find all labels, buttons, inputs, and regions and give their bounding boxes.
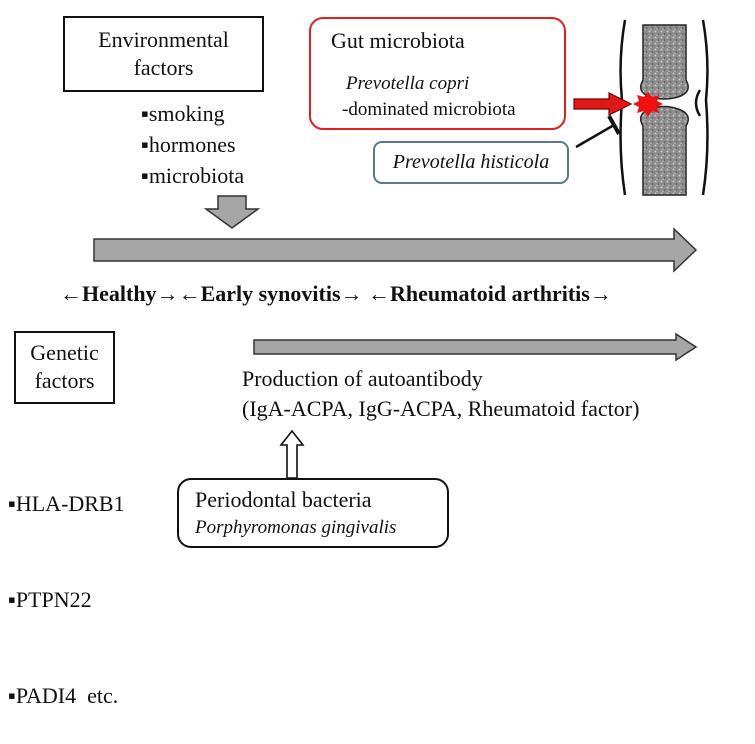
joint-illustration xyxy=(619,19,709,196)
stage-labels: ←Healthy→←Early synovitis→ ←Rheumatoid a… xyxy=(60,279,612,309)
genetic-factors-box: Genetic factors xyxy=(14,331,115,404)
periodontal-bacteria-box: Periodontal bacteria Porphyromonas gingi… xyxy=(177,478,449,548)
list-item: ▪hormones xyxy=(141,132,236,157)
stage-early-synovitis: ←Early synovitis→ xyxy=(178,281,363,306)
stimulating-arrow xyxy=(573,92,633,116)
autoantibody-line2: (IgA-ACPA, IgG-ACPA, Rheumatoid factor) xyxy=(242,396,640,421)
list-item: ▪HLA-DRB1 xyxy=(8,491,125,516)
stage-healthy: ←Healthy→ xyxy=(60,281,179,306)
prevotella-histicola-label: Prevotella histicola xyxy=(392,151,550,173)
environmental-factors-box: Environmental factors xyxy=(63,16,264,92)
environmental-list: ▪smoking ▪hormones ▪microbiota xyxy=(141,98,244,191)
autoantibody-arrow xyxy=(253,332,698,362)
list-item: ▪smoking xyxy=(141,101,225,126)
porphyromonas-gingivalis-label: Porphyromonas gingivalis xyxy=(195,517,397,538)
genetic-list: ▪HLA-DRB1 ▪PTPN22 ▪PADI4 etc. xyxy=(8,424,125,744)
list-item: ▪PADI4 etc. xyxy=(8,683,119,708)
list-item: ▪microbiota xyxy=(141,163,245,188)
list-item: ▪PTPN22 xyxy=(8,587,92,612)
gut-microbiota-box: Gut microbiota Prevotella copri -dominat… xyxy=(309,17,566,130)
genetic-title-line2: factors xyxy=(34,368,95,393)
genetic-title-line1: Genetic xyxy=(30,340,99,365)
dominated-microbiota-label: -dominated microbiota xyxy=(342,99,516,120)
prevotella-histicola-box: Prevotella histicola xyxy=(373,141,569,184)
inflammation-burst-icon xyxy=(633,92,663,117)
gut-microbiota-title: Gut microbiota xyxy=(331,28,465,53)
autoantibody-text: Production of autoantibody (IgA-ACPA, Ig… xyxy=(242,364,639,424)
environment-down-arrow xyxy=(203,195,261,229)
diagram-graphics xyxy=(93,19,709,479)
stage-rheumatoid-arthritis: ←Rheumatoid arthritis→ xyxy=(368,281,612,306)
environmental-title-line1: Environmental xyxy=(98,27,229,52)
periodontal-title: Periodontal bacteria xyxy=(195,487,372,512)
prevotella-copri-label: Prevotella copri xyxy=(346,73,470,94)
inhibitory-bar-icon xyxy=(575,115,621,149)
progression-arrow xyxy=(93,227,698,273)
periodontal-up-arrow xyxy=(279,429,305,479)
environmental-title-line2: factors xyxy=(133,55,194,80)
autoantibody-line1: Production of autoantibody xyxy=(242,366,483,391)
